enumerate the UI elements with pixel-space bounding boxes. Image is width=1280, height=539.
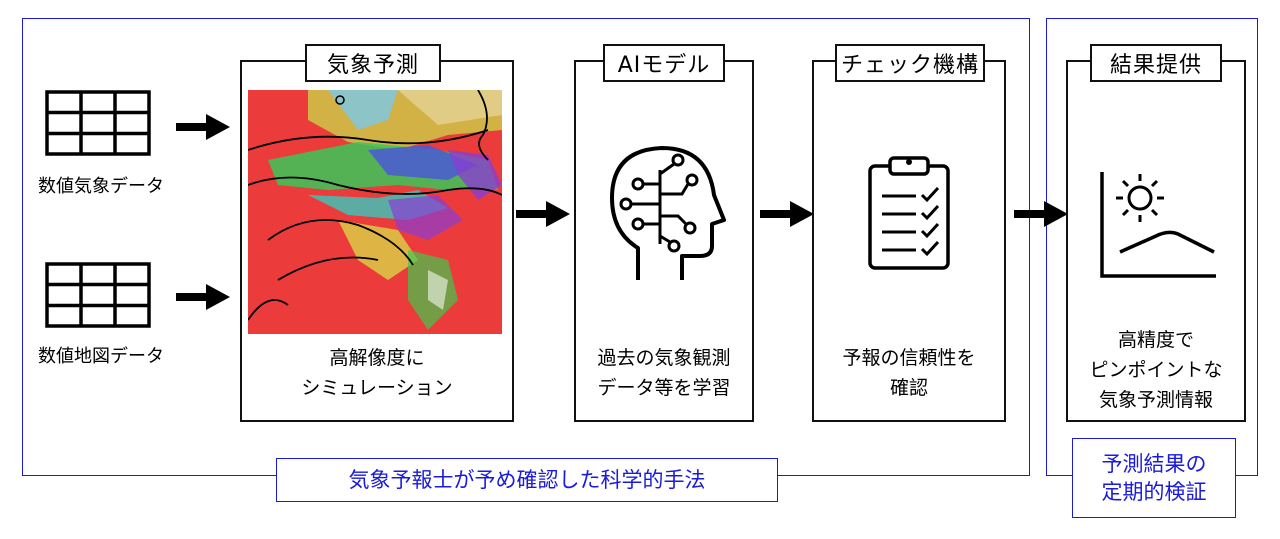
input-label-map-data: 数値地図データ — [38, 346, 164, 367]
arrow-right-icon — [516, 201, 570, 227]
desc-line: 過去の気象観測 — [597, 347, 731, 369]
desc-line: ピンポイントな — [1089, 359, 1223, 381]
verification-label-line: 定期的検証 — [1101, 480, 1207, 504]
step-desc-weather-forecast: 高解像度に シミュレーション — [240, 343, 514, 403]
step-desc-ai-model: 過去の気象観測 データ等を学習 — [574, 343, 754, 403]
step-desc-result-delivery: 高精度で ピンポイントな 気象予測情報 — [1066, 325, 1246, 415]
step-title-weather-forecast: 気象予測 — [305, 44, 441, 82]
step-check-mechanism — [812, 60, 1006, 422]
arrow-right-icon — [176, 114, 230, 140]
weather-map-image — [248, 90, 502, 334]
clipboard-checklist-icon — [868, 156, 950, 270]
step-desc-check-mechanism: 予報の信頼性を 確認 — [812, 343, 1006, 403]
scientific-method-label: 気象予報士が予め確認した科学的手法 — [276, 458, 778, 502]
step-title-ai-model: AIモデル — [603, 44, 725, 82]
desc-line: 高解像度に — [329, 347, 425, 369]
desc-line: 確認 — [889, 377, 928, 399]
desc-line: データ等を学習 — [597, 377, 731, 399]
arrow-right-icon — [176, 284, 230, 310]
desc-line: 高精度で — [1117, 329, 1194, 351]
desc-line: 気象予測情報 — [1098, 389, 1213, 411]
input-label-weather-data: 数値気象データ — [38, 176, 164, 197]
sun-curve-chart-icon — [1100, 172, 1216, 278]
arrow-right-icon — [1014, 201, 1068, 227]
verification-label-line: 予測結果の — [1101, 452, 1207, 476]
desc-line: 予報の信頼性を — [842, 347, 976, 369]
desc-line: シミュレーション — [301, 377, 453, 399]
grid-table-icon — [45, 90, 151, 156]
grid-table-icon — [45, 262, 151, 328]
step-ai-model — [574, 60, 754, 422]
arrow-right-icon — [760, 201, 814, 227]
step-title-result-delivery: 結果提供 — [1090, 44, 1222, 82]
ai-head-icon — [610, 146, 726, 280]
step-title-check-mechanism: チェック機構 — [835, 44, 985, 82]
step-result-delivery — [1066, 60, 1246, 422]
verification-label: 予測結果の 定期的検証 — [1072, 438, 1236, 518]
